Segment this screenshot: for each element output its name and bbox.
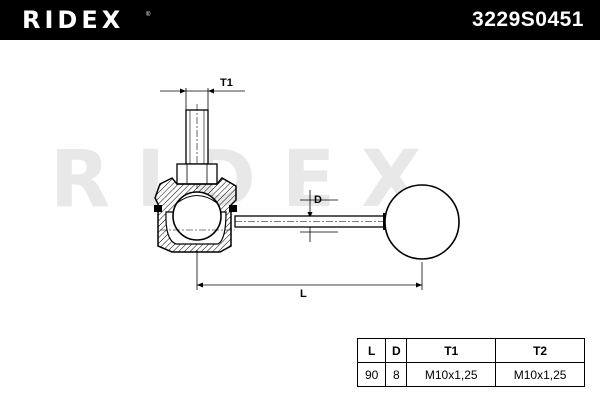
spec-header-t2: T2 xyxy=(495,338,585,363)
d-label: D xyxy=(314,194,322,206)
spec-header-d: D xyxy=(385,338,408,363)
l-label: L xyxy=(300,288,307,300)
t1-label: T1 xyxy=(220,77,233,89)
ball-joint-housing xyxy=(154,177,237,253)
registered-mark: ® xyxy=(146,12,151,18)
l-dimension: L xyxy=(196,250,423,300)
spec-value-row: 90 8 M10x1,25 M10x1,25 xyxy=(356,362,585,387)
spec-header-t1: T1 xyxy=(406,338,497,363)
technical-drawing: T1 D xyxy=(154,77,460,300)
ball-end xyxy=(384,184,460,260)
spec-header-l: L xyxy=(356,338,387,363)
t1-dimension: T1 xyxy=(160,77,245,110)
brand-logo: RIDEX xyxy=(22,6,125,34)
spec-value-d: 8 xyxy=(385,362,408,387)
hex-collar xyxy=(176,163,218,185)
spec-table: L D T1 T2 90 8 M10x1,25 M10x1,25 xyxy=(356,338,585,387)
spec-value-l: 90 xyxy=(356,362,387,387)
spec-value-t2: M10x1,25 xyxy=(495,362,585,387)
part-number: 3229S0451 xyxy=(472,8,584,31)
spec-header-row: L D T1 T2 xyxy=(356,338,585,363)
spec-value-t1: M10x1,25 xyxy=(406,362,497,387)
header-bar: RIDEX ® 3229S0451 xyxy=(0,0,600,40)
